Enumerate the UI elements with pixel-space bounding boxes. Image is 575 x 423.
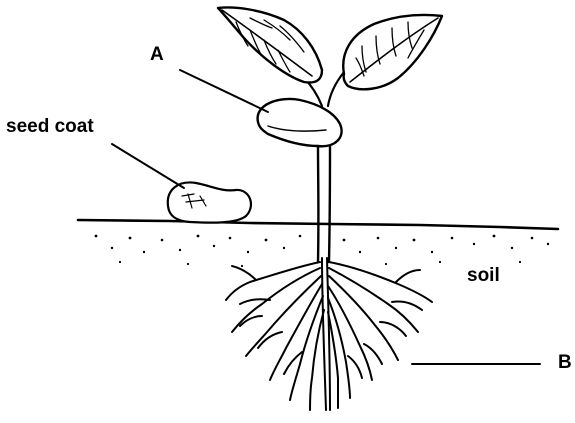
label-seed-coat: seed coat [6,116,94,138]
leader-line-a [180,70,268,112]
stem [318,146,330,262]
root-system [226,258,432,410]
seed-coat-shape [168,182,251,222]
right-leaf [343,15,442,89]
left-leaf [218,8,322,83]
leader-line-seed-coat [112,144,184,188]
label-b: B [558,352,572,374]
label-soil: soil [467,265,500,287]
label-a: A [150,44,164,66]
